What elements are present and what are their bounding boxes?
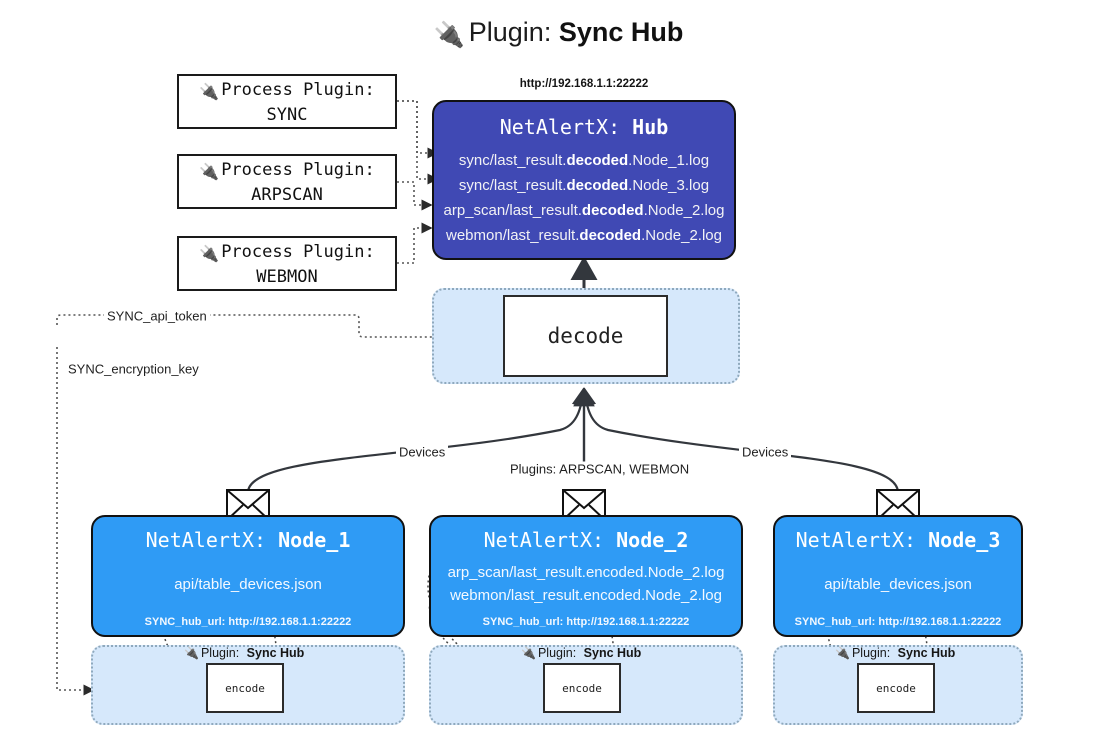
encode-box-2[interactable]: encode bbox=[543, 663, 621, 713]
node-box-1[interactable]: NetAlertX: Node_1 api/table_devices.json… bbox=[91, 515, 405, 637]
page-title: 🔌Plugin: Sync Hub bbox=[0, 16, 1117, 49]
encode-plugin-caption-3: 🔌 Plugin: Sync Hub bbox=[835, 646, 956, 660]
encode-box-3[interactable]: encode bbox=[857, 663, 935, 713]
hub-header-prefix: NetAlertX: bbox=[499, 115, 621, 139]
process-plugin-name: SYNC bbox=[266, 104, 308, 125]
node-line: api/table_devices.json bbox=[824, 575, 972, 593]
process-plugin-box-arpscan[interactable]: 🔌 Process Plugin: ARPSCAN bbox=[177, 154, 397, 209]
node-footer: SYNC_hub_url: http://192.168.1.1:22222 bbox=[794, 616, 1002, 628]
process-plugin-box-sync[interactable]: 🔌 Process Plugin: SYNC bbox=[177, 74, 397, 129]
sync-api-token-label: SYNC_api_token bbox=[104, 308, 210, 324]
node-line: api/table_devices.json bbox=[174, 575, 322, 593]
decode-label: decode bbox=[547, 324, 624, 348]
hub-log-row: sync/last_result.decoded.Node_3.log bbox=[458, 177, 710, 194]
plug-icon: 🔌 bbox=[184, 646, 199, 660]
node-header: NetAlertX: Node_1 bbox=[145, 528, 351, 552]
encode-label: encode bbox=[876, 681, 916, 695]
process-plugin-box-webmon[interactable]: 🔌 Process Plugin: WEBMON bbox=[177, 236, 397, 291]
hub-log-row: webmon/last_result.decoded.Node_2.log bbox=[446, 227, 722, 244]
node-footer: SYNC_hub_url: http://192.168.1.1:22222 bbox=[482, 616, 690, 628]
plug-icon: 🔌 bbox=[835, 646, 850, 660]
node-header: NetAlertX: Node_3 bbox=[795, 528, 1001, 552]
hub-url-label: http://192.168.1.1:22222 bbox=[519, 78, 649, 90]
plug-icon: 🔌 bbox=[199, 243, 220, 263]
hub-box[interactable]: NetAlertX: Hub sync/last_result.decoded.… bbox=[432, 100, 736, 260]
encode-plugin-caption-2: 🔌 Plugin: Sync Hub bbox=[521, 646, 642, 660]
plug-icon: 🔌 bbox=[199, 81, 220, 101]
encode-box-1[interactable]: encode bbox=[206, 663, 284, 713]
plug-icon: 🔌 bbox=[433, 21, 465, 49]
decode-box[interactable]: decode bbox=[503, 295, 668, 377]
encode-label: encode bbox=[225, 681, 265, 695]
process-plugin-caption: Process Plugin: bbox=[221, 159, 375, 180]
plug-icon: 🔌 bbox=[521, 646, 536, 660]
devices-label-left: Devices bbox=[396, 444, 449, 460]
devices-label-right: Devices bbox=[739, 444, 792, 460]
process-plugin-caption: Process Plugin: bbox=[221, 241, 375, 262]
node-line: webmon/last_result.encoded.Node_2.log bbox=[450, 587, 722, 604]
node-header: NetAlertX: Node_2 bbox=[483, 528, 689, 552]
hub-log-row: arp_scan/last_result.decoded.Node_2.log bbox=[443, 202, 725, 219]
page-title-name: Sync Hub bbox=[558, 17, 684, 47]
sync-encryption-key-label: SYNC_encryption_key bbox=[65, 361, 202, 377]
process-plugin-caption: Process Plugin: bbox=[221, 79, 375, 100]
node-box-3[interactable]: NetAlertX: Node_3 api/table_devices.json… bbox=[773, 515, 1023, 637]
hub-log-row: sync/last_result.decoded.Node_1.log bbox=[458, 152, 710, 169]
process-plugin-name: ARPSCAN bbox=[251, 184, 323, 205]
hub-header: NetAlertX: Hub bbox=[500, 115, 669, 139]
page-title-prefix: Plugin: bbox=[468, 17, 552, 47]
node-box-2[interactable]: NetAlertX: Node_2 arp_scan/last_result.e… bbox=[429, 515, 743, 637]
hub-header-name: Hub bbox=[632, 115, 669, 139]
plugins-label-middle: Plugins: ARPSCAN, WEBMON bbox=[507, 461, 693, 477]
node-line: arp_scan/last_result.encoded.Node_2.log bbox=[447, 564, 725, 581]
node-footer: SYNC_hub_url: http://192.168.1.1:22222 bbox=[144, 616, 352, 628]
process-plugin-name: WEBMON bbox=[256, 266, 318, 287]
encode-label: encode bbox=[562, 681, 602, 695]
plug-icon: 🔌 bbox=[199, 161, 220, 181]
encode-plugin-caption-1: 🔌 Plugin: Sync Hub bbox=[184, 646, 305, 660]
